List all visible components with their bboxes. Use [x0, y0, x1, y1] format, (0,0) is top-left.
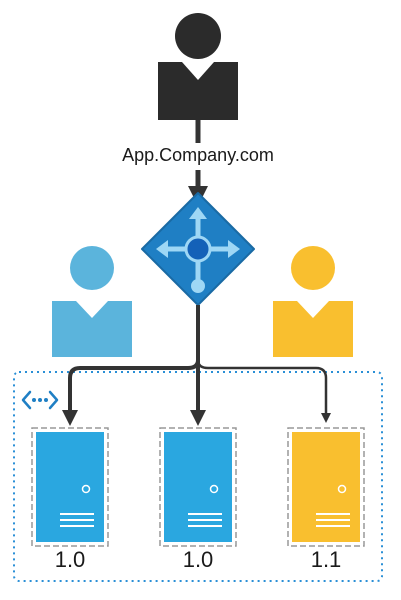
top-user-icon [158, 13, 238, 120]
endpoint-label: App.Company.com [122, 145, 274, 165]
left-user-icon [52, 246, 132, 357]
load-balancer-icon [141, 192, 255, 306]
right-user-icon [273, 246, 353, 357]
distribution-lines [62, 305, 331, 426]
server-3: 1.1 [287, 427, 365, 572]
server-2-version: 1.0 [183, 547, 214, 572]
virtual-network-boundary [13, 371, 383, 582]
server-3-version: 1.1 [311, 547, 342, 572]
server-1-version: 1.0 [55, 547, 86, 572]
virtual-network-icon [21, 390, 59, 410]
server-1: 1.0 [31, 427, 109, 572]
server-2: 1.0 [159, 427, 237, 572]
